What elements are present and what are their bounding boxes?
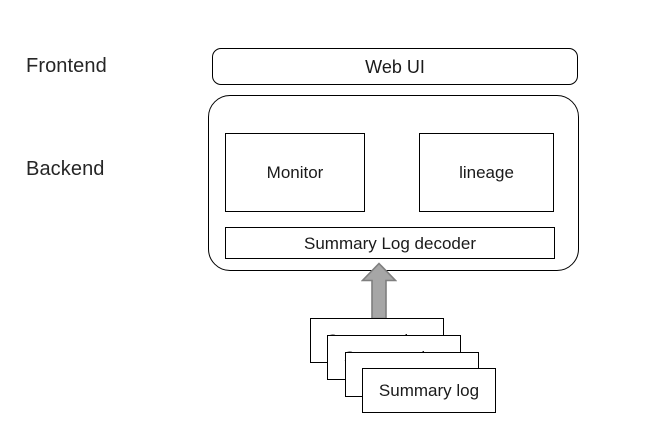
summary-log-card-front[interactable]: Summary log bbox=[362, 368, 496, 413]
web-ui-box[interactable]: Web UI bbox=[212, 48, 578, 85]
up-arrow-icon bbox=[361, 262, 397, 320]
monitor-box[interactable]: Monitor bbox=[225, 133, 365, 212]
monitor-label: Monitor bbox=[266, 163, 324, 182]
summary-log-card-label: Summary log bbox=[378, 381, 480, 400]
summary-log-decoder-box[interactable]: Summary Log decoder bbox=[225, 227, 555, 259]
tier-label-backend: Backend bbox=[26, 158, 105, 180]
summary-log-decoder-label: Summary Log decoder bbox=[304, 233, 476, 253]
lineage-box[interactable]: lineage bbox=[419, 133, 554, 212]
tier-label-frontend: Frontend bbox=[26, 55, 107, 77]
lineage-label: lineage bbox=[459, 163, 514, 182]
web-ui-label: Web UI bbox=[365, 56, 425, 77]
